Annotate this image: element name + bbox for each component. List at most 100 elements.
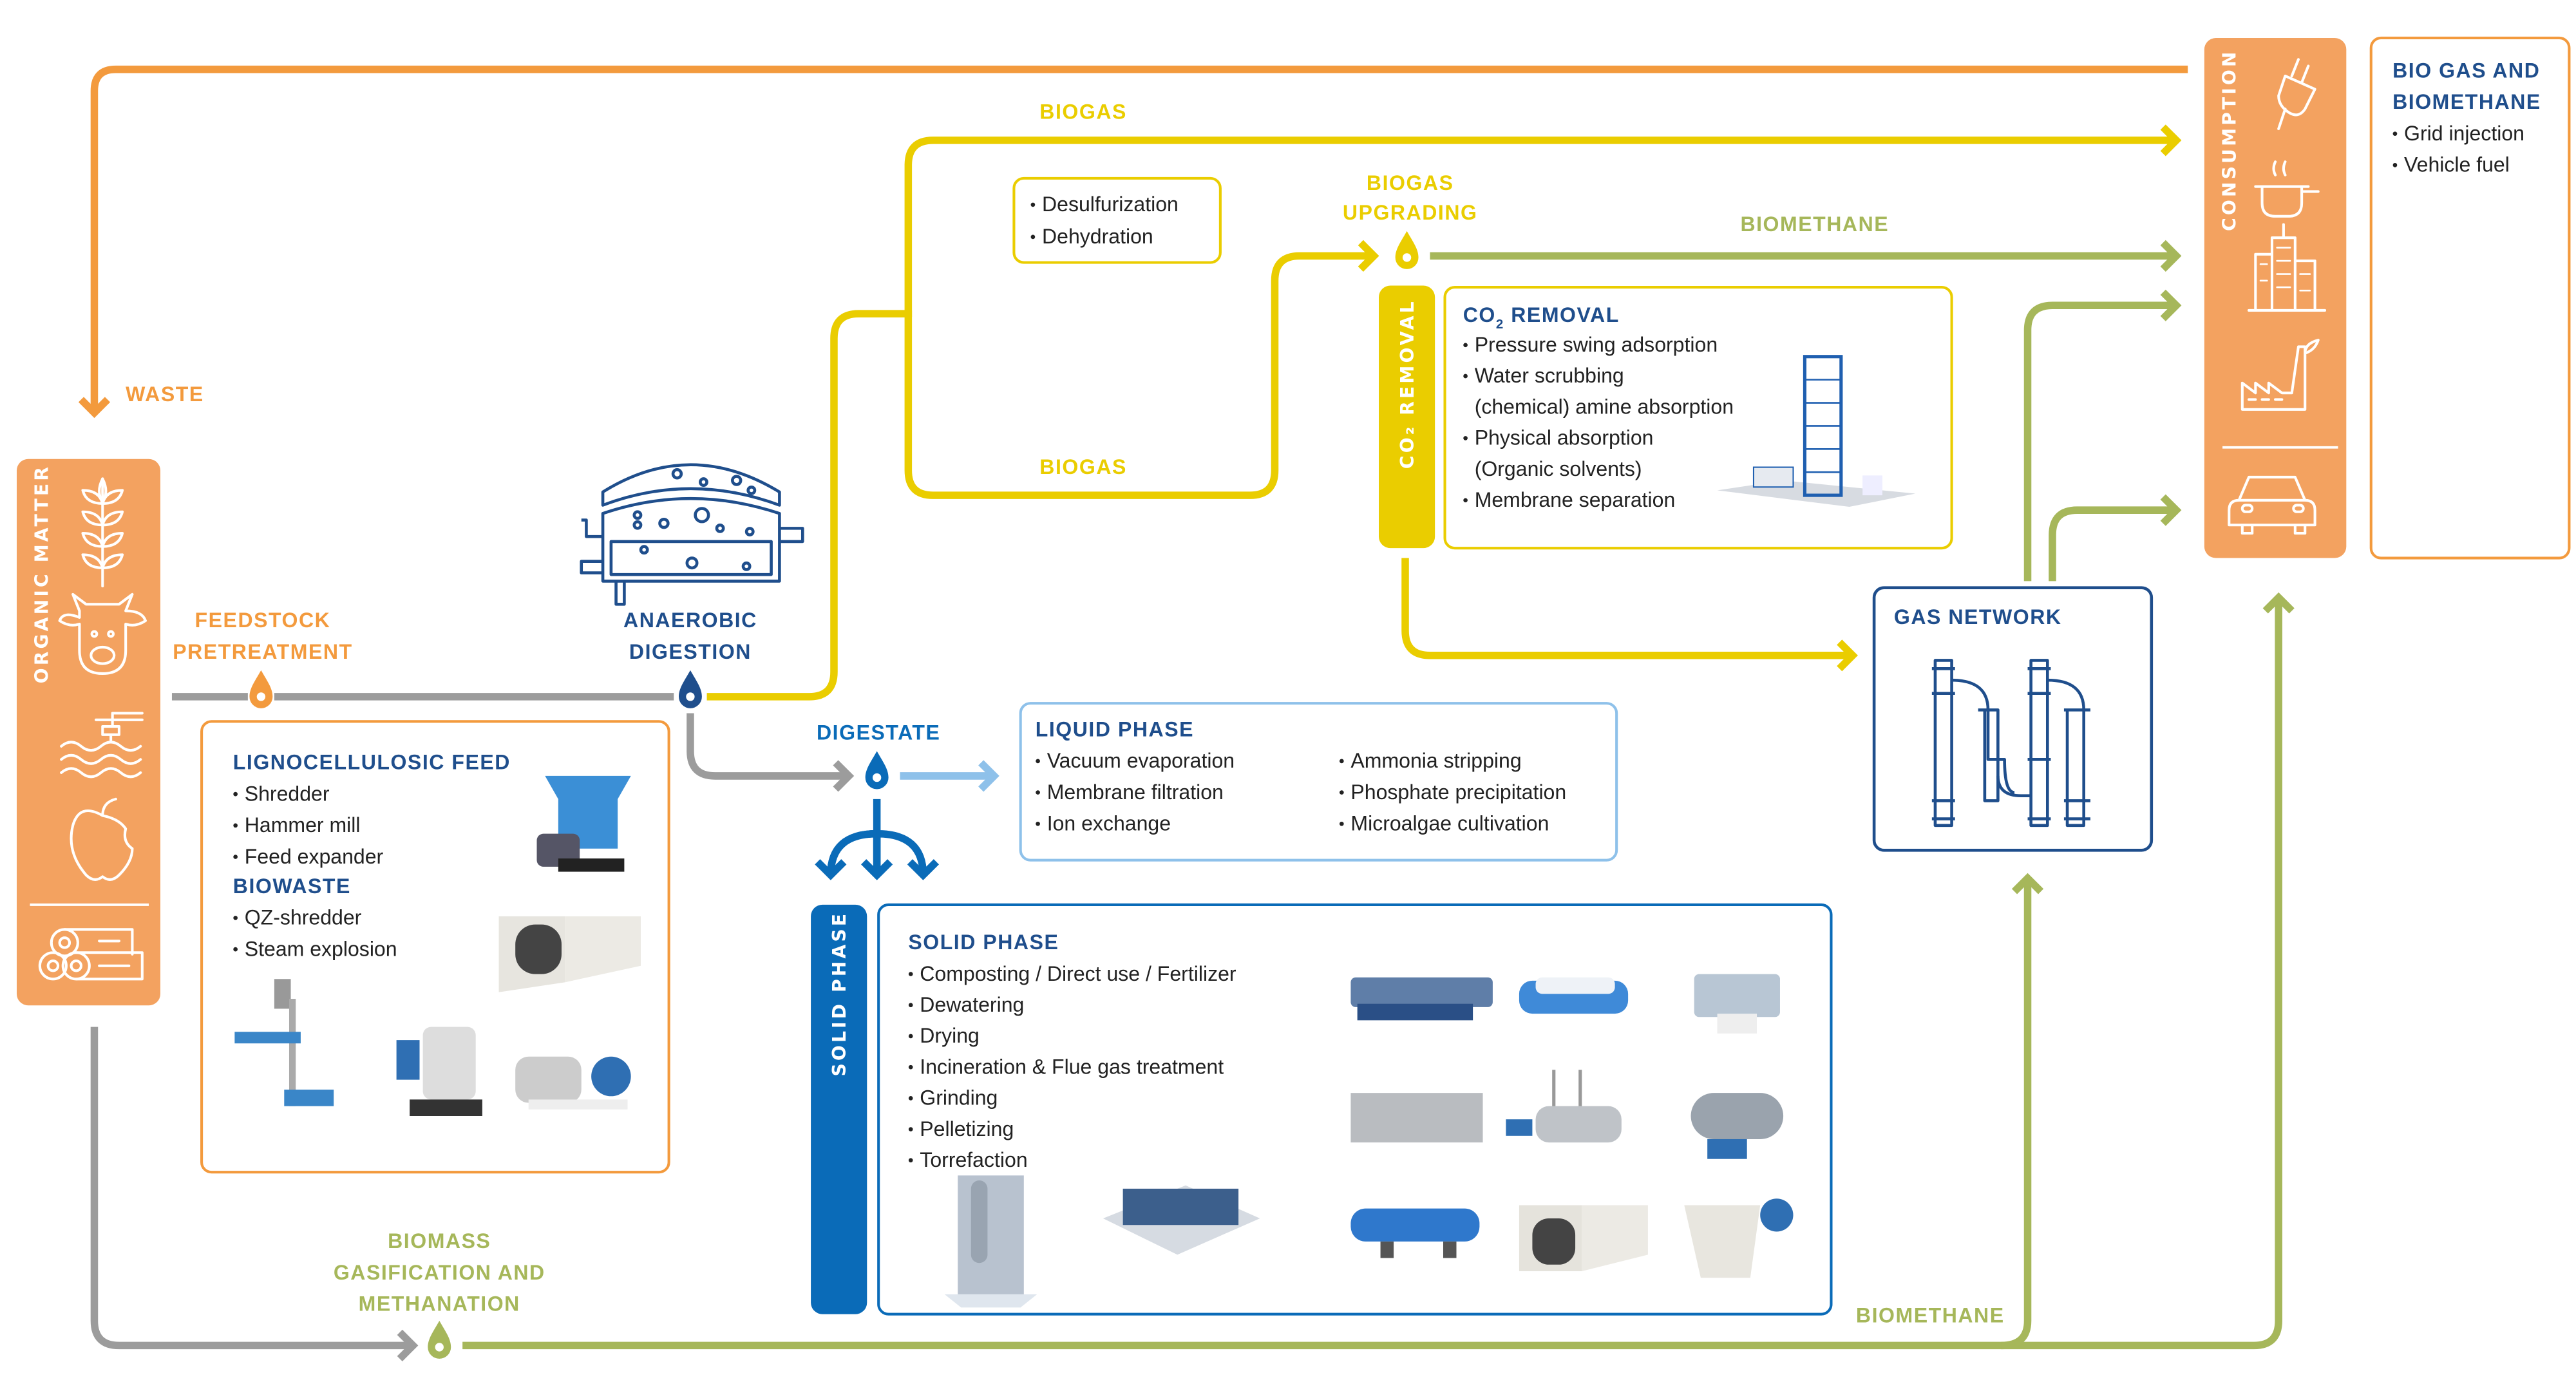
biogas-upgrading-label: BIOGAS [1367, 171, 1454, 194]
bullet-icon [908, 1127, 913, 1131]
digester-icon [580, 463, 804, 606]
bio-gas-box [2369, 36, 2571, 560]
bullet-icon [233, 947, 238, 952]
bullet-icon [233, 855, 238, 859]
co2-removal-title: CO2 REMOVAL [1463, 303, 1620, 332]
belt-press-image [1350, 977, 1493, 1021]
incineration-plant-image [1103, 1185, 1260, 1255]
upgrading-drop-icon [1395, 231, 1419, 269]
co2-removal-bar [1379, 285, 1435, 549]
rotary-drum-image [1350, 1208, 1480, 1258]
paddle-dryer-image [1506, 1070, 1622, 1143]
drum-image [1690, 1093, 1784, 1159]
list-item: Microalgae cultivation [1350, 812, 1549, 835]
dryer-image [1350, 1093, 1483, 1143]
list-item: Hammer mill [245, 813, 361, 837]
bullet-icon [2392, 163, 2398, 167]
organic-matter-title: ORGANIC MATTER [32, 464, 53, 683]
biomethane-top-label: BIOMETHANE [1740, 213, 1889, 236]
list-item: Dewatering [920, 993, 1024, 1016]
bullet-icon [1339, 790, 1344, 795]
bullet-icon [908, 1034, 913, 1039]
gasification-drop-icon [428, 1320, 451, 1359]
cooking-pot-icon [2254, 160, 2320, 218]
bullet-icon [1463, 374, 1468, 379]
bullet-icon [1339, 759, 1344, 764]
co2-removal-box [1443, 286, 1953, 550]
biogas-flow-line [706, 310, 912, 701]
list-item: QZ-shredder [245, 906, 362, 929]
feedstock-drop-icon [249, 670, 273, 708]
list-item: Ammonia stripping [1350, 749, 1521, 772]
biomethane-bottom-label: BIOMETHANE [1856, 1304, 2005, 1327]
car-icon [2228, 475, 2316, 535]
decanter-image [1519, 977, 1629, 1014]
waste-label: WASTE [126, 383, 204, 406]
biomethane-to-gas-network-line [2001, 873, 2044, 1350]
bullet-icon [1030, 202, 1036, 207]
gas-network-to-vehicle-line [2049, 494, 2182, 582]
bio-gas-title-2: BIOMETHANE [2392, 90, 2541, 113]
gas-network-box [1872, 586, 2154, 852]
bullet-icon [233, 791, 238, 797]
building-icon [2248, 223, 2327, 312]
solid-phase-title: SOLID PHASE [908, 931, 1059, 954]
steam-explosion-image [396, 1026, 482, 1117]
gas-network-title: GAS NETWORK [1894, 605, 2062, 629]
wheat-icon [81, 477, 124, 588]
bullet-icon [908, 972, 913, 976]
list-item: Grid injection [2404, 122, 2524, 145]
list-item: Shredder [245, 782, 330, 805]
list-item: Water scrubbing [1475, 364, 1624, 387]
waste-flow-line [78, 65, 2188, 419]
pellet-mill-image [1684, 1198, 1794, 1278]
bullet-icon [1036, 821, 1040, 826]
consumption-title: CONSUMPTION [2219, 49, 2240, 231]
digestate-label: DIGESTATE [817, 721, 940, 744]
biogas-upgrading-line [904, 240, 1379, 499]
consumption-panel [2204, 37, 2347, 558]
list-item: Vehicle fuel [2404, 153, 2510, 176]
digestion-drop-icon [679, 670, 702, 708]
bullet-icon [233, 916, 238, 920]
bullet-icon [908, 1064, 913, 1070]
factory-icon [2240, 339, 2320, 411]
plug-icon [2277, 58, 2316, 131]
bullet-icon [233, 823, 238, 828]
biogas-upgrading-label-2: UPGRADING [1343, 201, 1478, 224]
solid-phase-bar [811, 904, 867, 1314]
list-item: Dehydration [1042, 225, 1153, 248]
bullet-icon [908, 1003, 913, 1008]
feedstock-label: FEEDSTOCK [195, 609, 331, 632]
co2-to-gas-network-line [1401, 558, 1858, 672]
solid-phase-equipment-images [944, 974, 1794, 1308]
pretreatment-label: PRETREATMENT [173, 640, 352, 663]
bullet-icon [1036, 759, 1040, 764]
biomass-label: BIOMASS [388, 1229, 491, 1253]
list-item: Feed expander [245, 845, 384, 868]
digestate-flow-line [687, 713, 855, 792]
bio-gas-title: BIO GAS AND [2392, 59, 2540, 82]
hammer-mill-2-image [1519, 1205, 1648, 1272]
liquid-phase-title: LIQUID PHASE [1036, 717, 1194, 741]
liquid-phase-box [1019, 702, 1618, 862]
list-item: Torrefaction [920, 1148, 1027, 1171]
list-item: (Organic solvents) [1475, 457, 1642, 480]
list-item: Drying [920, 1024, 980, 1047]
cow-icon [58, 592, 147, 676]
bullet-icon [1463, 343, 1468, 348]
list-item: Grinding [920, 1086, 998, 1110]
list-item: Composting / Direct use / Fertilizer [920, 962, 1236, 985]
bullet-icon [1036, 790, 1040, 795]
solid-list: Composting / Direct use / FertilizerDewa… [908, 962, 1236, 1171]
biowaste-title: BIOWASTE [233, 875, 351, 898]
apple-icon [70, 797, 134, 881]
bullet-icon [1030, 234, 1036, 240]
